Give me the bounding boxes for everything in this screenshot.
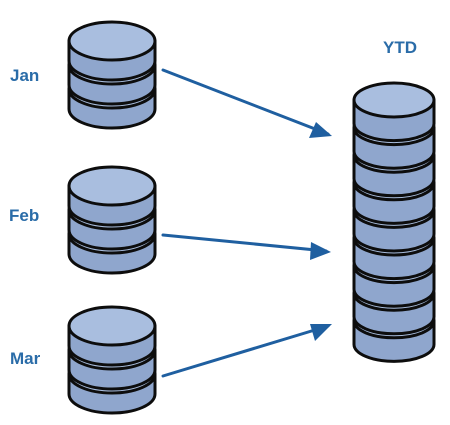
arrow-feb-to-ytd <box>161 233 328 253</box>
label-ytd: YTD <box>383 38 417 57</box>
arrowhead-feb <box>310 242 331 260</box>
database-icon-ytd <box>352 81 436 363</box>
arrow-jan-to-ytd <box>161 68 330 136</box>
database-icon-jan <box>67 20 157 130</box>
arrow-mar-to-ytd <box>161 324 330 378</box>
label-jan: Jan <box>10 66 40 85</box>
database-icon-mar <box>67 305 157 415</box>
database-icon-feb <box>67 165 157 275</box>
stack-disk <box>67 165 157 227</box>
arrowhead-jan <box>309 122 332 138</box>
stack-disk <box>352 81 436 143</box>
arrowhead-mar <box>310 324 332 341</box>
label-mar: Mar <box>10 349 41 368</box>
label-feb: Feb <box>9 206 40 225</box>
stack-disk <box>67 305 157 367</box>
stack-disk <box>67 20 157 82</box>
